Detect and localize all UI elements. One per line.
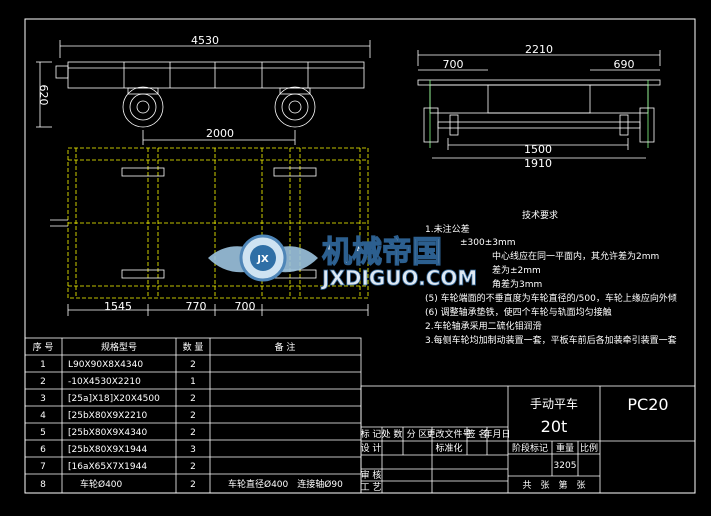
table-row-spec: 车轮Ø400 xyxy=(80,478,123,490)
side-elevation-view xyxy=(36,40,371,145)
title-zone-label: 分 区 xyxy=(407,429,428,440)
tech-line: 中心线应在同一平面内，其允许差为2mm xyxy=(492,250,659,262)
title-count-label: 处 数 xyxy=(382,428,403,440)
dim-left: 700 xyxy=(443,58,464,71)
wheel-left xyxy=(122,86,164,128)
tech-line: 3.每侧车轮均加制动装置一套，平板车前后各加装牵引装置一套 xyxy=(425,334,677,346)
tech-line: ±300±3mm xyxy=(460,238,516,248)
dim-wheelbase: 2000 xyxy=(206,127,234,140)
title-scale-label: 比例 xyxy=(580,442,598,454)
table-row-spec: [25a]X18]X20X4500 xyxy=(68,394,160,404)
dim-overall: 1910 xyxy=(524,157,552,170)
dim-height: 620 xyxy=(37,85,50,106)
dim-plan-c: 700 xyxy=(235,300,256,313)
tech-heading: 技术要求 xyxy=(522,209,558,221)
dim-axle: 1500 xyxy=(524,143,552,156)
title-weight-value: 3205 xyxy=(554,461,577,471)
table-row-no: 7 xyxy=(40,462,46,472)
dim-plan-b: 770 xyxy=(186,300,207,313)
title-block xyxy=(360,385,696,494)
watermark-brand: 机械帝国 xyxy=(322,235,442,270)
table-row-qty: 1 xyxy=(190,377,196,387)
bom-header-note: 备 注 xyxy=(275,341,296,353)
watermark-badge: JX xyxy=(256,254,269,265)
watermark-url: JXDIGUO.COM xyxy=(320,266,477,290)
title-sign-label: 签 名 xyxy=(467,428,488,440)
table-row-no: 2 xyxy=(40,377,46,387)
table-row-spec: -10X4530X2210 xyxy=(68,377,141,387)
tech-line: (6) 调整轴承垫铁，使四个车轮与轨面均匀接触 xyxy=(425,306,612,318)
title-doc-label: 更改文件号 xyxy=(426,428,471,440)
table-row-no: 3 xyxy=(40,394,46,404)
tech-line: (5) 车轮端面的不垂直度为车轮直径的/500，车轮上缘应向外倾 xyxy=(425,292,677,304)
title-weight-label: 重量 xyxy=(556,442,574,454)
title-stage-label: 阶段标记 xyxy=(512,442,548,454)
bom-header-qty: 数 量 xyxy=(183,341,204,353)
bom-header-spec: 规格型号 xyxy=(101,341,137,353)
table-row-qty: 3 xyxy=(190,445,196,455)
table-row-no: 1 xyxy=(40,360,46,370)
technical-requirements: 技术要求 1.未注公差 ±300±3mm 中心线应在同一平面内，其允许差为2mm… xyxy=(425,209,677,346)
table-row-no: 4 xyxy=(40,411,46,421)
wheel-right xyxy=(274,86,316,128)
title-date-label: 年月日 xyxy=(483,428,510,440)
title-review-label: 审 核 xyxy=(361,469,382,481)
table-row-qty: 2 xyxy=(190,360,196,370)
table-row-no: 8 xyxy=(40,480,46,490)
title-standard-label: 标准化 xyxy=(435,442,462,454)
bom-header-no: 序 号 xyxy=(33,341,54,353)
table-row-spec: [25bX80X9X1944 xyxy=(68,445,148,455)
title-design-label: 设 计 xyxy=(361,442,382,454)
bom-table xyxy=(24,337,362,494)
table-row-qty: 2 xyxy=(190,428,196,438)
title-capacity: 20t xyxy=(541,417,568,436)
tech-line: 角差为3mm xyxy=(492,278,542,290)
table-row-qty: 2 xyxy=(190,394,196,404)
table-row-spec: [16aX65X7X1944 xyxy=(68,462,147,472)
table-row-note: 车轮直径Ø400 连接轴Ø90 xyxy=(228,478,343,490)
watermark-logo: JX 机械帝国 JXDIGUO.COM xyxy=(208,234,478,290)
title-sheet: 共 张 第 张 xyxy=(522,479,585,491)
table-row-spec: L90X90X8X4340 xyxy=(68,360,143,370)
tech-line: 1.未注公差 xyxy=(425,223,470,235)
deck-frame xyxy=(67,61,365,89)
bom-rows: 1 L90X90X8X4340 2 2 -10X4530X2210 1 3 [2… xyxy=(40,360,343,490)
dim-right: 690 xyxy=(614,58,635,71)
title-name: 手动平车 xyxy=(530,396,578,411)
dim-length: 4530 xyxy=(191,34,219,47)
table-row-no: 5 xyxy=(40,428,46,438)
table-row-no: 6 xyxy=(40,445,46,455)
title-mark-label: 标 记 xyxy=(361,428,382,440)
table-row-spec: [25bX80X9X2210 xyxy=(68,411,148,421)
axle xyxy=(437,121,641,129)
title-code: PC20 xyxy=(627,395,668,414)
table-row-spec: [25bX80X9X4340 xyxy=(68,428,148,438)
table-row-qty: 2 xyxy=(190,462,196,472)
tech-line: 差为±2mm xyxy=(492,264,541,276)
end-view xyxy=(417,50,661,159)
dim-width: 2210 xyxy=(525,43,553,56)
plan-view xyxy=(50,147,369,316)
tech-line: 2.车轮轴承采用二硫化钼润滑 xyxy=(425,320,542,332)
table-row-qty: 2 xyxy=(190,411,196,421)
dim-plan-a: 1545 xyxy=(104,300,132,313)
tow-bar xyxy=(55,65,69,79)
table-row-qty: 2 xyxy=(190,480,196,490)
title-process-label: 工 艺 xyxy=(361,482,382,493)
